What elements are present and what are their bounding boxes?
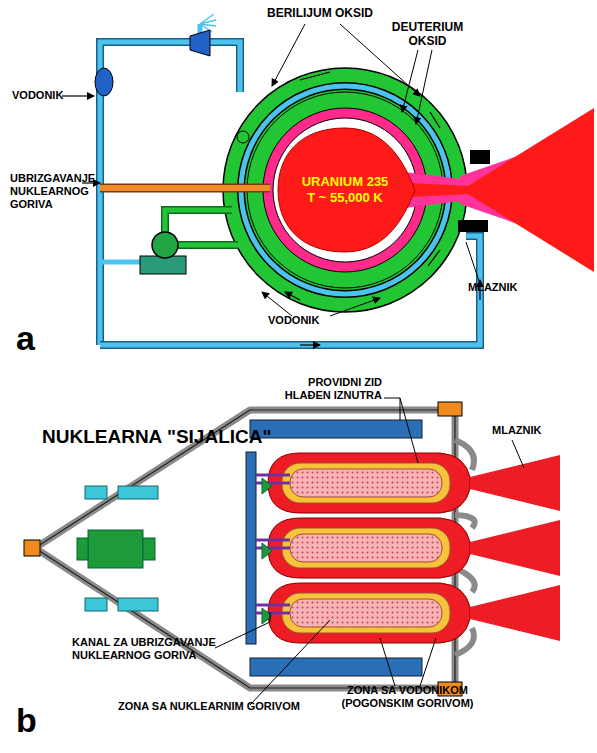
pipe-outline — [165, 210, 232, 232]
fuel-injection-pipe — [100, 185, 270, 191]
valve-symbol — [262, 543, 272, 559]
hydrogen-zone — [268, 518, 470, 578]
part-label: ZONA SA NUKLEARNIM GORIVOM — [118, 700, 358, 713]
nozzle-plume — [468, 108, 594, 272]
part-label: PROVIDNI ZID HLAĐEN IZNUTRA — [262, 376, 382, 402]
hydrogen-zone — [268, 453, 470, 513]
part-label: KANAL ZA UBRIZGAVANJE NUKLEARNOG GORIVA — [72, 636, 237, 662]
valve-symbol — [262, 478, 272, 494]
injection-channel — [256, 474, 290, 477]
nozzle-plume — [470, 585, 560, 641]
leader-line — [384, 398, 400, 420]
cavity — [273, 118, 417, 262]
hydrogen-zone — [268, 583, 470, 643]
leader-line — [262, 292, 292, 316]
core-shape — [278, 128, 415, 252]
transparent-wall — [282, 528, 450, 568]
bulb-engine — [256, 583, 560, 643]
leader-line — [330, 298, 380, 316]
leader-line — [272, 24, 305, 86]
hydrogen-pipe — [100, 42, 240, 345]
part-label: UBRIZGAVANJE NUKLEARNOG GORIVA — [10, 172, 110, 212]
pump-symbol — [152, 232, 178, 258]
tank — [85, 486, 107, 499]
panel-letter: a — [16, 318, 56, 359]
pipe-outline — [178, 241, 238, 249]
injection-channel — [256, 539, 290, 542]
frame-outline — [35, 410, 455, 688]
part-label: VODONIK — [12, 89, 82, 102]
throat-flow — [410, 183, 470, 197]
uranium-core: URANIUM 235T ~ 55,000 K — [275, 125, 415, 255]
fuel-zone — [290, 469, 442, 497]
part-label: VODONIK — [268, 314, 348, 327]
part-label: DEUTERIUM OKSID — [385, 20, 470, 49]
transparent-wall — [282, 593, 450, 633]
nozzle-plume — [470, 520, 560, 576]
spray-lines — [200, 14, 216, 32]
leader-line — [250, 620, 330, 705]
part-label: MLAZNIK — [468, 281, 548, 294]
core-label: URANIUM 235 — [302, 174, 389, 190]
part-label: BERILIJUM OKSID — [245, 6, 395, 20]
leader-line — [215, 612, 270, 648]
injection-channel — [256, 612, 290, 615]
nozzle-wall — [470, 150, 490, 164]
leader-line — [512, 440, 524, 468]
transparent-wall — [250, 420, 422, 438]
leader-line — [400, 398, 418, 463]
flange — [24, 540, 40, 556]
tank — [118, 486, 158, 499]
leader-line — [416, 50, 432, 124]
part-label: ZONA SA VODONIKOM (POGONSKIM GORIVOM) — [330, 684, 485, 710]
transparent-wall — [246, 452, 256, 644]
nozzle-plume — [470, 455, 560, 511]
injection-channel — [256, 604, 290, 607]
core-label: T ~ 55,000 K — [307, 190, 383, 206]
coolant-pipe — [165, 210, 232, 232]
part-label: MLAZNIK — [492, 424, 572, 437]
leader-line — [420, 638, 436, 686]
deuterium-oxide-ring — [263, 108, 427, 272]
nozzle-wall — [458, 220, 488, 232]
injection-channel — [256, 482, 290, 485]
pump-base — [140, 256, 186, 274]
coolant-pipe — [178, 243, 238, 248]
leader-line — [402, 50, 418, 112]
tank — [85, 598, 107, 611]
bulb-engine — [256, 518, 560, 578]
tank — [118, 598, 158, 611]
transparent-wall — [282, 463, 450, 503]
panel-letter: b — [16, 700, 56, 741]
valve-symbol — [190, 30, 210, 56]
pipe-outline — [100, 42, 240, 345]
beryllium-oxide-ring — [247, 92, 443, 288]
leader-line — [380, 638, 395, 686]
valve-symbol — [237, 131, 249, 143]
engine-block — [143, 538, 155, 560]
flange — [438, 402, 462, 416]
engine-block — [77, 538, 88, 560]
leader-line — [340, 24, 420, 96]
pipe-outline — [100, 184, 270, 193]
fuel-zone — [290, 599, 442, 627]
flow-arrow — [300, 344, 320, 345]
transparent-wall — [250, 658, 422, 676]
core-text: URANIUM 235T ~ 55,000 K — [275, 125, 415, 255]
flow-arrow — [62, 95, 94, 96]
leader-line — [466, 242, 480, 284]
bulb-engine — [256, 453, 560, 513]
spacecraft-frame — [35, 410, 455, 688]
fuel-zone — [290, 534, 442, 562]
valve-symbol — [95, 68, 113, 96]
engine-block — [88, 530, 143, 568]
part-label: NUKLEARNA "SIJALICA" — [42, 426, 342, 449]
injection-channel — [256, 547, 290, 550]
